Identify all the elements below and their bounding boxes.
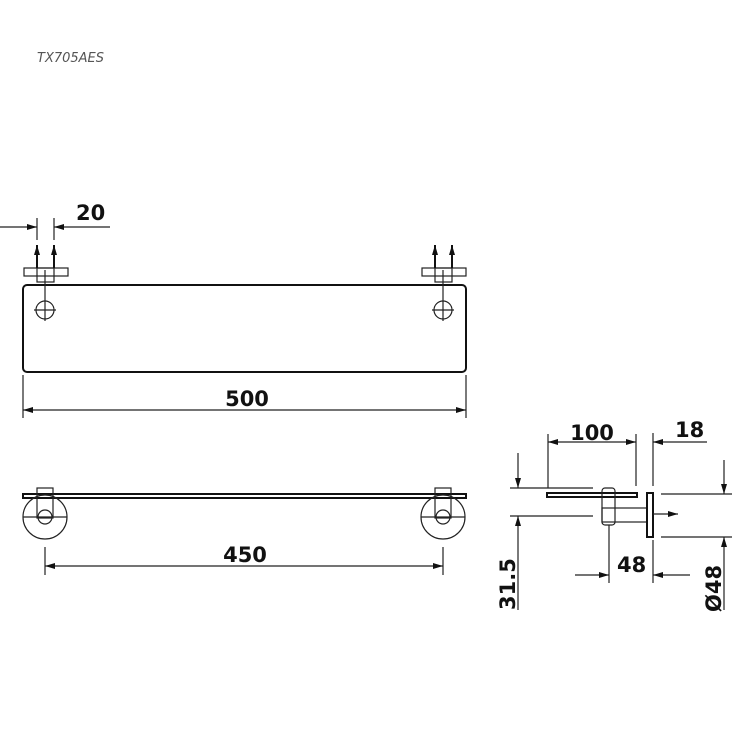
side-view: 100 18 31.5 48 Ø48 (496, 418, 732, 612)
dim-height-offset: 31.5 (496, 558, 520, 610)
dim-shelf-length: 500 (225, 387, 269, 411)
dim-plate-thickness: 18 (675, 418, 704, 442)
dim-bracket-spacing: 20 (76, 201, 105, 225)
model-code: TX705AES (37, 51, 104, 66)
top-view: 20 500 (0, 201, 467, 418)
dim-shelf-depth: 100 (570, 421, 614, 445)
dim-plate-diameter: Ø48 (702, 565, 726, 612)
dim-mount-spacing: 450 (223, 543, 267, 567)
front-view: 450 (22, 487, 467, 575)
dim-arm-projection: 48 (617, 553, 646, 577)
